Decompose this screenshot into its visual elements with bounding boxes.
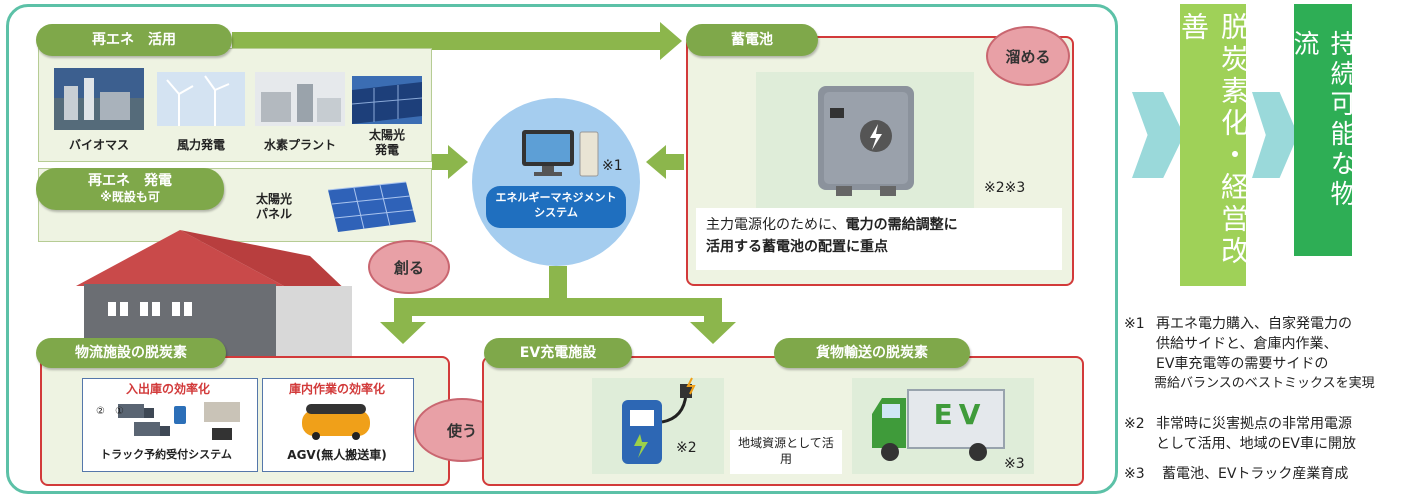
flow-arrow-top bbox=[232, 32, 664, 50]
note-1-mark: ※1 bbox=[1124, 316, 1145, 332]
battery-desc-prefix: 主力電源化のために、 bbox=[706, 217, 846, 233]
result-box-1 bbox=[1180, 4, 1246, 286]
renewable-gen-bubble: 創る bbox=[368, 240, 450, 294]
logistics-panel-1 bbox=[82, 378, 258, 472]
renewable-gen-title-text: 再エネ 発電 bbox=[88, 173, 172, 189]
solar-image bbox=[352, 76, 422, 124]
logistics-panel-1-title: 入出庫の効率化 bbox=[125, 382, 210, 396]
truck-reservation-image bbox=[118, 402, 240, 440]
battery-desc-bold1: 電力の需給調整に bbox=[845, 217, 958, 233]
logistics-title: 物流施設の脱炭素 bbox=[36, 338, 226, 368]
note-3-mark: ※3 bbox=[1124, 466, 1145, 482]
arrow-down-right-head bbox=[690, 322, 736, 344]
ems-label: エネルギーマネジメント システム bbox=[486, 186, 626, 228]
note-3: ※3 蓄電池、EVトラック産業育成 bbox=[1124, 464, 1422, 484]
agv-image bbox=[302, 404, 370, 440]
battery-note-mark: ※2※3 bbox=[984, 180, 1026, 196]
note-3-line-1: 蓄電池、EVトラック産業育成 bbox=[1162, 466, 1349, 482]
renewable-item-biomass: バイオマス bbox=[68, 138, 129, 152]
ev-local-text: 地域資源として活 用 bbox=[730, 430, 842, 474]
arrow-down-left-head bbox=[380, 322, 426, 344]
cargo-title: 貨物輸送の脱炭素 bbox=[774, 338, 970, 368]
note-1: ※1 再エネ電力購入、自家発電力の 供給サイドと、倉庫内作業、 EV車充電等の需… bbox=[1124, 314, 1422, 394]
hydrogen-plant-image bbox=[255, 72, 345, 126]
result-sustainable: 持続可能な物流 bbox=[1289, 30, 1356, 210]
logistics-panel-2-title: 庫内作業の効率化 bbox=[288, 382, 385, 396]
note-1-line-3: EV車充電等の需要サイドの bbox=[1156, 356, 1329, 372]
solar-panel-label: 太陽光 パネル bbox=[255, 192, 292, 221]
ev-truck-icon bbox=[872, 389, 1005, 461]
cargo-note-mark: ※3 bbox=[1004, 456, 1025, 472]
solar-panel-image bbox=[327, 181, 416, 232]
ems-circle bbox=[472, 98, 640, 266]
wind-image bbox=[157, 72, 245, 126]
logistics-panel-1-caption: トラック予約受付システム bbox=[100, 448, 232, 461]
renewable-item-wind: 風力発電 bbox=[176, 138, 225, 152]
truck-ev-text: EV bbox=[933, 398, 987, 431]
ev-note-mark: ※2 bbox=[676, 440, 697, 456]
battery-desc-bold2: 活用する蓄電池の配置に重点 bbox=[706, 239, 888, 255]
battery-bubble: 溜める bbox=[986, 26, 1070, 86]
renewable-gen-subtitle: ※既設も可 bbox=[100, 190, 160, 204]
arrow-down-right-stem bbox=[704, 300, 722, 326]
renewable-gen-title: 再エネ 発電 ※既設も可 bbox=[36, 168, 224, 210]
computer-icon bbox=[522, 130, 599, 177]
logistics-panel-1-steps: ② ① bbox=[96, 406, 124, 417]
ev-charger-icon bbox=[622, 377, 696, 464]
arrow-to-ems-right bbox=[664, 154, 684, 170]
arrow-to-ems-right-head bbox=[646, 145, 666, 179]
arrow-down-bar bbox=[394, 298, 722, 316]
note-2-line-1: 非常時に災害拠点の非常用電源 bbox=[1156, 416, 1352, 432]
logistics-panel-2-caption: AGV(無人搬送車) bbox=[287, 448, 387, 462]
battery-icon bbox=[818, 86, 914, 196]
note-1-line-2: 供給サイドと、倉庫内作業、 bbox=[1156, 336, 1338, 352]
ems-note-mark: ※1 bbox=[602, 158, 623, 174]
arrow-to-ems-left-head bbox=[448, 145, 468, 179]
note-1-line-4: 需給バランスのベストミックスを実現 bbox=[1154, 376, 1375, 391]
renewable-item-hydrogen: 水素プラント bbox=[263, 138, 336, 152]
note-2-mark: ※2 bbox=[1124, 416, 1145, 432]
result-box-2 bbox=[1294, 4, 1352, 256]
arrow-down-stem bbox=[549, 266, 567, 306]
battery-desc: 主力電源化のために、電力の需給調整に 活用する蓄電池の配置に重点 bbox=[696, 208, 1062, 270]
biomass-image bbox=[54, 68, 144, 130]
arrow-to-ems-left bbox=[432, 154, 450, 170]
battery-title: 蓄電池 bbox=[686, 24, 818, 56]
note-2: ※2 非常時に災害拠点の非常用電源 として活用、地域のEV車に開放 bbox=[1124, 414, 1422, 454]
arrow-down-left-stem bbox=[394, 300, 412, 326]
note-2-line-2: として活用、地域のEV車に開放 bbox=[1156, 436, 1357, 452]
renewable-item-solar: 太陽光 発電 bbox=[368, 128, 405, 157]
note-1-line-1: 再エネ電力購入、自家発電力の bbox=[1156, 316, 1352, 332]
flow-arrow-top-head bbox=[660, 22, 682, 60]
result-decarbonization: 脱炭素化・経営改善 bbox=[1177, 12, 1250, 268]
renewable-use-title: 再エネ 活用 bbox=[36, 24, 232, 56]
ev-title: EV充電施設 bbox=[484, 338, 632, 368]
